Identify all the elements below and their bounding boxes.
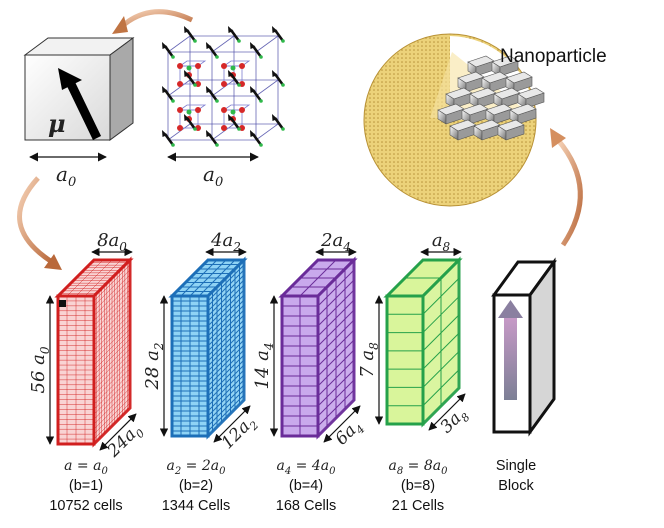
oxygen-atom-icon (177, 81, 183, 87)
spin-arrow-icon (229, 73, 241, 86)
metal-atom-icon (230, 109, 236, 115)
caption-scale: a4 = 4a0 (276, 458, 336, 477)
spin-arrow-icon (229, 117, 241, 130)
arrow-cube-to-blocks (17, 176, 54, 265)
svg-text:a0: a0 (203, 162, 223, 190)
spin-arrow-icon (185, 117, 197, 130)
single-label-line1: Single (496, 458, 536, 474)
caption-b-factor: (b=8) (401, 478, 435, 494)
spin-arrow-icon (207, 89, 219, 102)
oxygen-atom-icon (195, 107, 201, 113)
spin-arrow-icon (273, 73, 285, 86)
height-dimension-label: 14 a4 (252, 343, 276, 390)
oxygen-atom-icon (239, 107, 245, 113)
single-block (491, 257, 557, 437)
oxygen-atom-icon (177, 107, 183, 113)
unit-cell-cube (23, 37, 135, 141)
block-4: a8 7 a8 3a8 (357, 230, 473, 440)
metal-atom-icon (186, 109, 192, 115)
metal-atom-icon (230, 65, 236, 71)
oxygen-atom-icon (177, 63, 183, 69)
depth-dimension-arrow (213, 405, 251, 443)
oxygen-atom-icon (239, 63, 245, 69)
caption-cell-count: 168 Cells (276, 498, 336, 514)
spin-arrow-icon (251, 45, 263, 58)
oxygen-atom-icon (221, 81, 227, 87)
block-captions: a = a0(b=1) 10752 cells a2 = 2a0(b=2) 1344 … (49, 458, 448, 514)
block-front-face (385, 294, 425, 426)
single-label-line2: Block (498, 478, 534, 494)
depth-dimension-arrow (323, 405, 361, 443)
spin-arrow-icon (207, 45, 219, 58)
spin-arrow-icon (273, 117, 285, 130)
caption-scale: a = a0 (64, 458, 108, 477)
arrow-crystal-to-cube (118, 9, 194, 30)
height-dimension-label: 28 a2 (142, 343, 166, 391)
magnetic-moment-arrow-icon (58, 68, 102, 140)
depth-dimension-arrow (428, 393, 466, 431)
caption-b-factor: (b=2) (179, 478, 213, 494)
caption-b-factor: (b=1) (69, 478, 103, 494)
height-dimension-label: 7 a8 (357, 342, 381, 378)
spin-arrow-icon (229, 29, 241, 42)
mu-symbol: μ (48, 109, 66, 138)
spin-arrow-icon (185, 29, 197, 42)
spin-arrow-icon (207, 133, 219, 146)
a0-dimension-left: a0 (29, 152, 107, 190)
top-dimension-label: 4a2 (210, 230, 241, 254)
oxygen-atom-icon (221, 63, 227, 69)
crystal-lattice (162, 26, 285, 147)
unit-cell-marker-icon (59, 300, 66, 307)
top-dimension-label: 2a4 (320, 230, 351, 254)
top-dimension-label: a8 (432, 230, 451, 254)
nanoparticle-sphere (363, 33, 545, 207)
depth-dimension-arrow (99, 413, 137, 451)
caption-cell-count: 21 Cells (392, 498, 444, 514)
svg-text:a0: a0 (56, 162, 76, 190)
caption-scale: a2 = 2a0 (166, 458, 226, 477)
spin-arrow-icon (251, 89, 263, 102)
metal-atom-icon (186, 65, 192, 71)
oxygen-atom-icon (221, 107, 227, 113)
height-dimension-label: 56 a0 (28, 346, 52, 393)
spin-arrow-icon (163, 133, 175, 146)
oxygen-atom-icon (177, 125, 183, 131)
a0-dimension-right: a0 (167, 152, 259, 190)
arrow-block-to-nanoparticle (556, 138, 583, 247)
oxygen-atom-icon (221, 125, 227, 131)
oxygen-atom-icon (195, 63, 201, 69)
block-3: 2a4 14 a4 6a4 (252, 230, 368, 452)
spin-arrow-icon (273, 29, 285, 42)
caption-cell-count: 1344 Cells (162, 498, 231, 514)
spin-arrow-icon (185, 73, 197, 86)
depth-dimension-label: 3a8 (437, 404, 473, 440)
spin-arrow-icon (163, 89, 175, 102)
top-dimension-label: 8a0 (97, 230, 127, 254)
nanoparticle-label: Nanoparticle (500, 46, 607, 67)
caption-cell-count: 10752 cells (49, 498, 122, 514)
depth-dimension-label: 6a4 (332, 416, 368, 452)
spin-arrow-icon (251, 133, 263, 146)
caption-scale: a8 = 8a0 (388, 458, 448, 477)
spin-arrow-icon (163, 45, 175, 58)
caption-b-factor: (b=4) (289, 478, 323, 494)
